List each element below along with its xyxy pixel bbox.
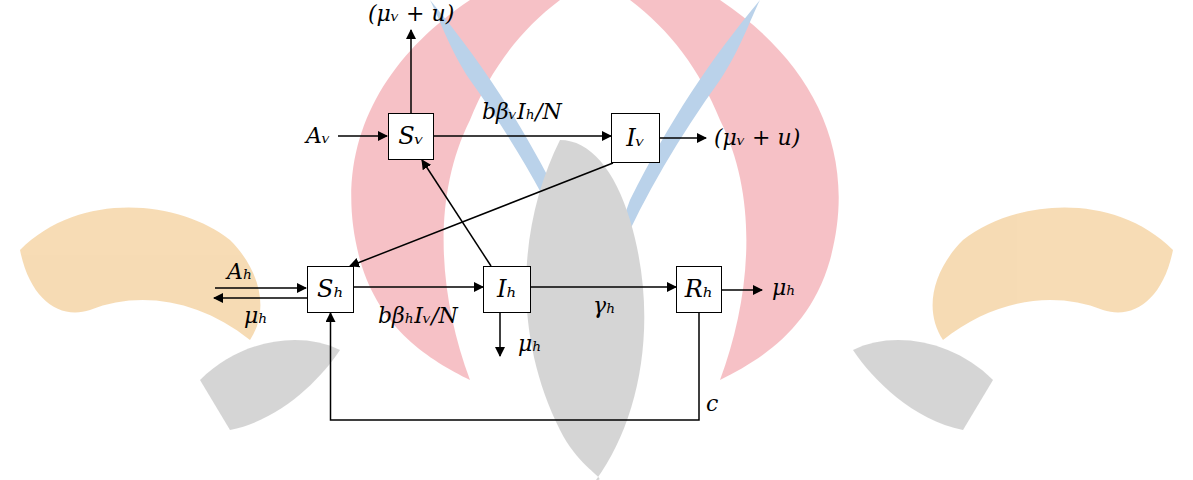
transition-rate: γₕ <box>593 293 616 319</box>
compartment-box: Rₕ <box>676 266 722 313</box>
transition-arrow <box>354 286 483 288</box>
compartment-box: Sᵥ <box>388 113 434 160</box>
transition-rate: bβₕIᵥ/N <box>378 303 458 329</box>
compartment-name: Sᵥ <box>398 122 423 151</box>
rate-label: μₕ <box>518 331 542 357</box>
inflow-arrow <box>338 135 387 137</box>
rate-label: μₕ <box>244 303 268 329</box>
transition-arrow <box>434 135 611 137</box>
rate-label: μₕ <box>772 275 796 301</box>
rate-label: (μᵥ + u) <box>714 125 800 151</box>
rate-label: Aₕ <box>227 259 252 285</box>
outflow-arrow <box>722 289 762 291</box>
compartment-name: Sₕ <box>317 275 344 304</box>
outflow-arrow <box>499 313 501 356</box>
transition-arrow <box>531 286 676 288</box>
inflow-arrow <box>215 287 306 289</box>
rate-label: (μᵥ + u) <box>368 1 454 27</box>
compartment-name: Iₕ <box>497 275 517 304</box>
transition-rate: c <box>706 391 718 417</box>
outflow-arrow <box>214 297 307 299</box>
compartment-box: Iₕ <box>483 266 531 313</box>
compartment-box: Iᵥ <box>611 113 660 163</box>
compartment-name: Iᵥ <box>626 124 644 153</box>
outflow-arrow <box>410 30 412 113</box>
transition-arrow <box>422 160 491 266</box>
compartment-name: Rₕ <box>685 275 713 304</box>
rate-label: Aᵥ <box>306 123 330 149</box>
transition-arrow <box>331 313 700 420</box>
transition-rate: bβᵥIₕ/N <box>482 99 562 125</box>
compartment-box: Sₕ <box>307 266 354 313</box>
outflow-arrow <box>660 137 706 139</box>
